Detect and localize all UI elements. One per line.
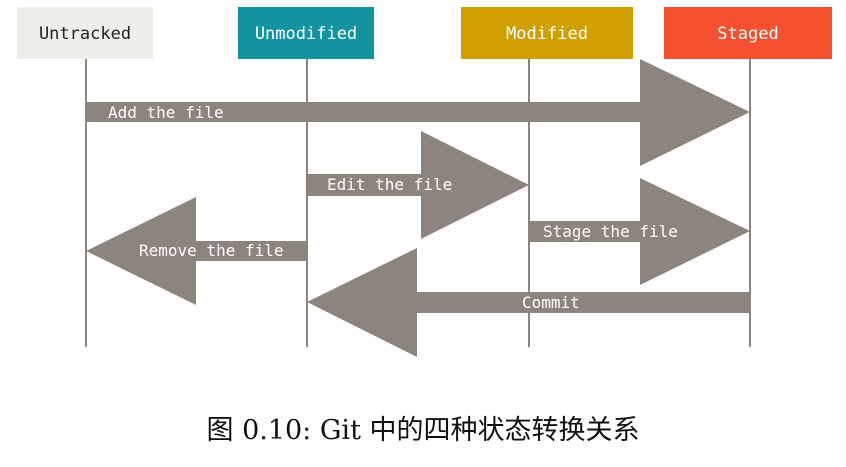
state-modified: Modified bbox=[461, 7, 633, 59]
state-unmodified-label: Unmodified bbox=[255, 24, 357, 44]
arrow-commit bbox=[307, 248, 750, 357]
arrow-stage-the-file-label: Stage the file bbox=[543, 222, 678, 241]
state-staged: Staged bbox=[664, 7, 832, 59]
git-state-diagram: Untracked Unmodified Modified Staged Add… bbox=[17, 7, 832, 357]
arrow-edit-the-file bbox=[307, 131, 529, 239]
state-untracked-label: Untracked bbox=[39, 24, 131, 44]
state-unmodified: Unmodified bbox=[238, 7, 374, 59]
arrow-remove-the-file bbox=[86, 197, 307, 305]
arrow-remove-the-file-label: Remove the file bbox=[139, 241, 284, 260]
arrow-edit-the-file-label: Edit the file bbox=[327, 175, 452, 194]
figure-caption: 图 0.10: Git 中的四种状态转换关系 bbox=[206, 415, 640, 446]
arrow-add-the-file bbox=[86, 59, 750, 166]
arrow-add-the-file-label: Add the file bbox=[108, 103, 224, 122]
state-modified-label: Modified bbox=[506, 24, 588, 44]
state-untracked: Untracked bbox=[17, 7, 153, 59]
arrow-stage-the-file bbox=[529, 178, 750, 285]
state-staged-label: Staged bbox=[717, 24, 778, 44]
arrow-commit-label: Commit bbox=[522, 293, 580, 312]
